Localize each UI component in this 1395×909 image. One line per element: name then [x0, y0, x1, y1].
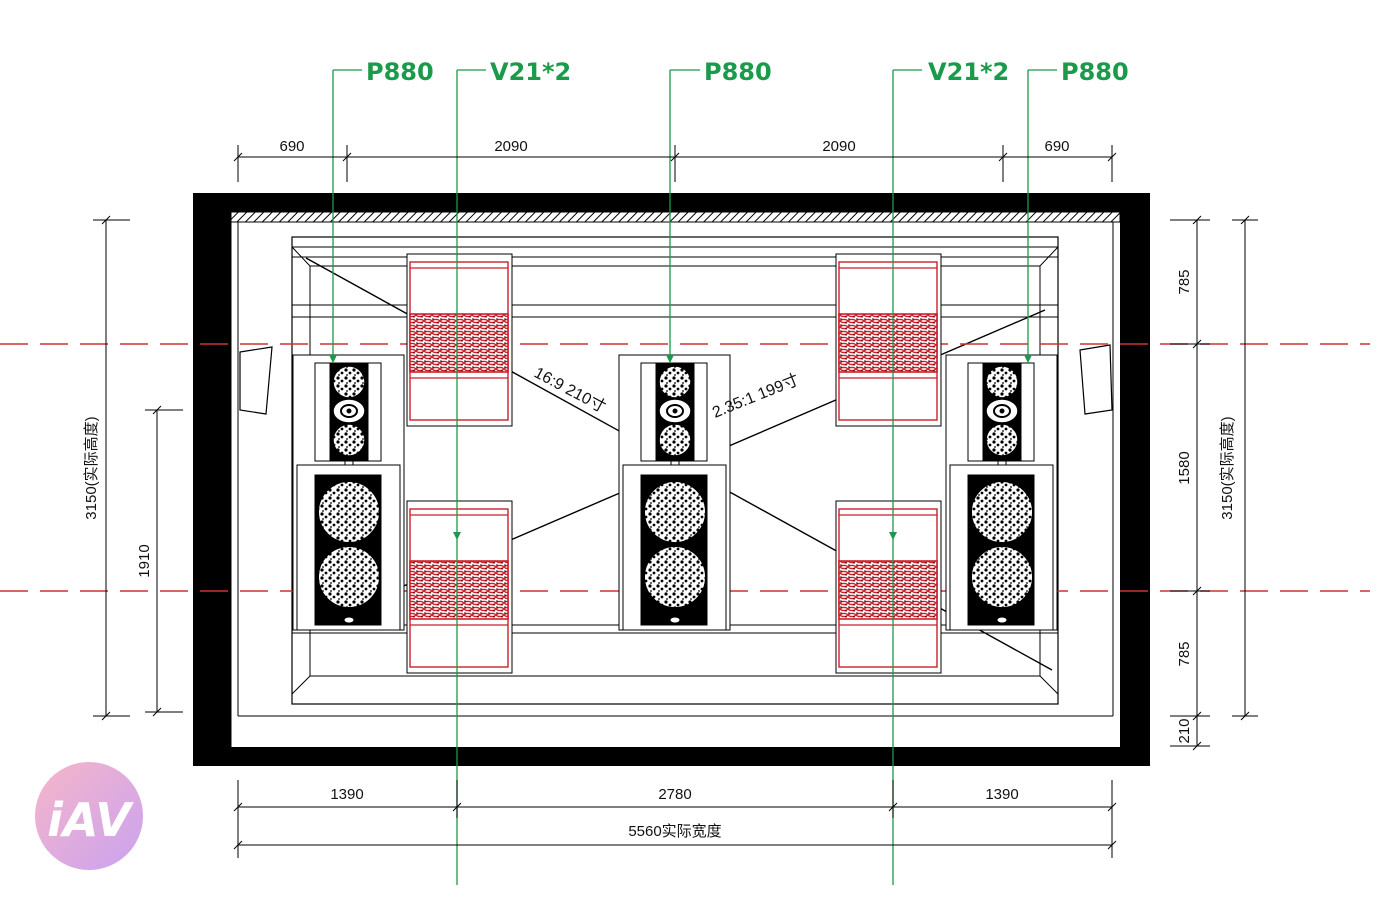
- dim-bottom-2: 2780: [658, 786, 691, 803]
- dim-top-2: 2090: [494, 138, 527, 155]
- callout-label-3: P880: [704, 58, 772, 86]
- dim-left-screen: 1910: [136, 544, 153, 577]
- callout-leader-1: [329, 69, 362, 363]
- dim-right-seg-3: 785: [1176, 641, 1193, 666]
- dim-right-seg-2: 1580: [1176, 451, 1193, 484]
- dim-top-1: 690: [279, 138, 304, 155]
- dim-top-3: 2090: [822, 138, 855, 155]
- bottom-dimensions: [233, 780, 1117, 858]
- subwoofers: [406, 253, 942, 674]
- callout-leaders: [329, 69, 1057, 885]
- v21-subwoofer-1: [406, 253, 513, 427]
- dim-right-seg-4: 210: [1176, 718, 1193, 743]
- dim-bottom-3: 1390: [985, 786, 1018, 803]
- callout-label-5: P880: [1061, 58, 1129, 86]
- callout-leader-4: [889, 69, 922, 885]
- v21-subwoofer-4: [835, 500, 942, 674]
- dim-top-4: 690: [1044, 138, 1069, 155]
- top-dimensions: [233, 145, 1117, 182]
- dim-right-seg-1: 785: [1176, 269, 1193, 294]
- lcr-speakers: [292, 354, 1058, 631]
- right-dimensions: [1170, 215, 1258, 751]
- v21-subwoofer-2: [835, 253, 942, 427]
- p880-speaker-1: [292, 354, 405, 631]
- left-dimension-labels: 3150(实际高度) 1910: [83, 416, 153, 577]
- dim-left-height: 3150(实际高度): [83, 416, 100, 519]
- side-speakers: [239, 344, 1113, 415]
- callout-label-1: P880: [366, 58, 434, 86]
- right-dimension-labels: 785 1580 785 210 3150(实际高度): [1176, 269, 1236, 743]
- v21-subwoofer-3: [406, 500, 513, 674]
- callout-leader-5: [1024, 69, 1057, 363]
- dim-total-width: 5560实际宽度: [628, 823, 721, 840]
- logo-text: iAV: [47, 793, 134, 847]
- dim-bottom-1: 1390: [330, 786, 363, 803]
- p880-speaker-2: [618, 354, 731, 631]
- top-dimension-labels: 690 2090 2090 690: [279, 138, 1069, 155]
- left-dimensions: [93, 215, 183, 721]
- callout-label-4: V21*2: [928, 58, 1009, 86]
- callout-label-2: V21*2: [490, 58, 571, 86]
- callout-leader-2: [453, 69, 486, 885]
- iav-logo: iAV: [35, 762, 143, 870]
- dim-right-height: 3150(实际高度): [1219, 416, 1236, 519]
- bottom-dimension-labels: 1390 2780 1390 5560实际宽度: [330, 786, 1018, 840]
- p880-speaker-3: [945, 354, 1058, 631]
- callout-labels: P880 V21*2 P880 V21*2 P880: [366, 58, 1129, 86]
- callout-leader-3: [666, 69, 700, 363]
